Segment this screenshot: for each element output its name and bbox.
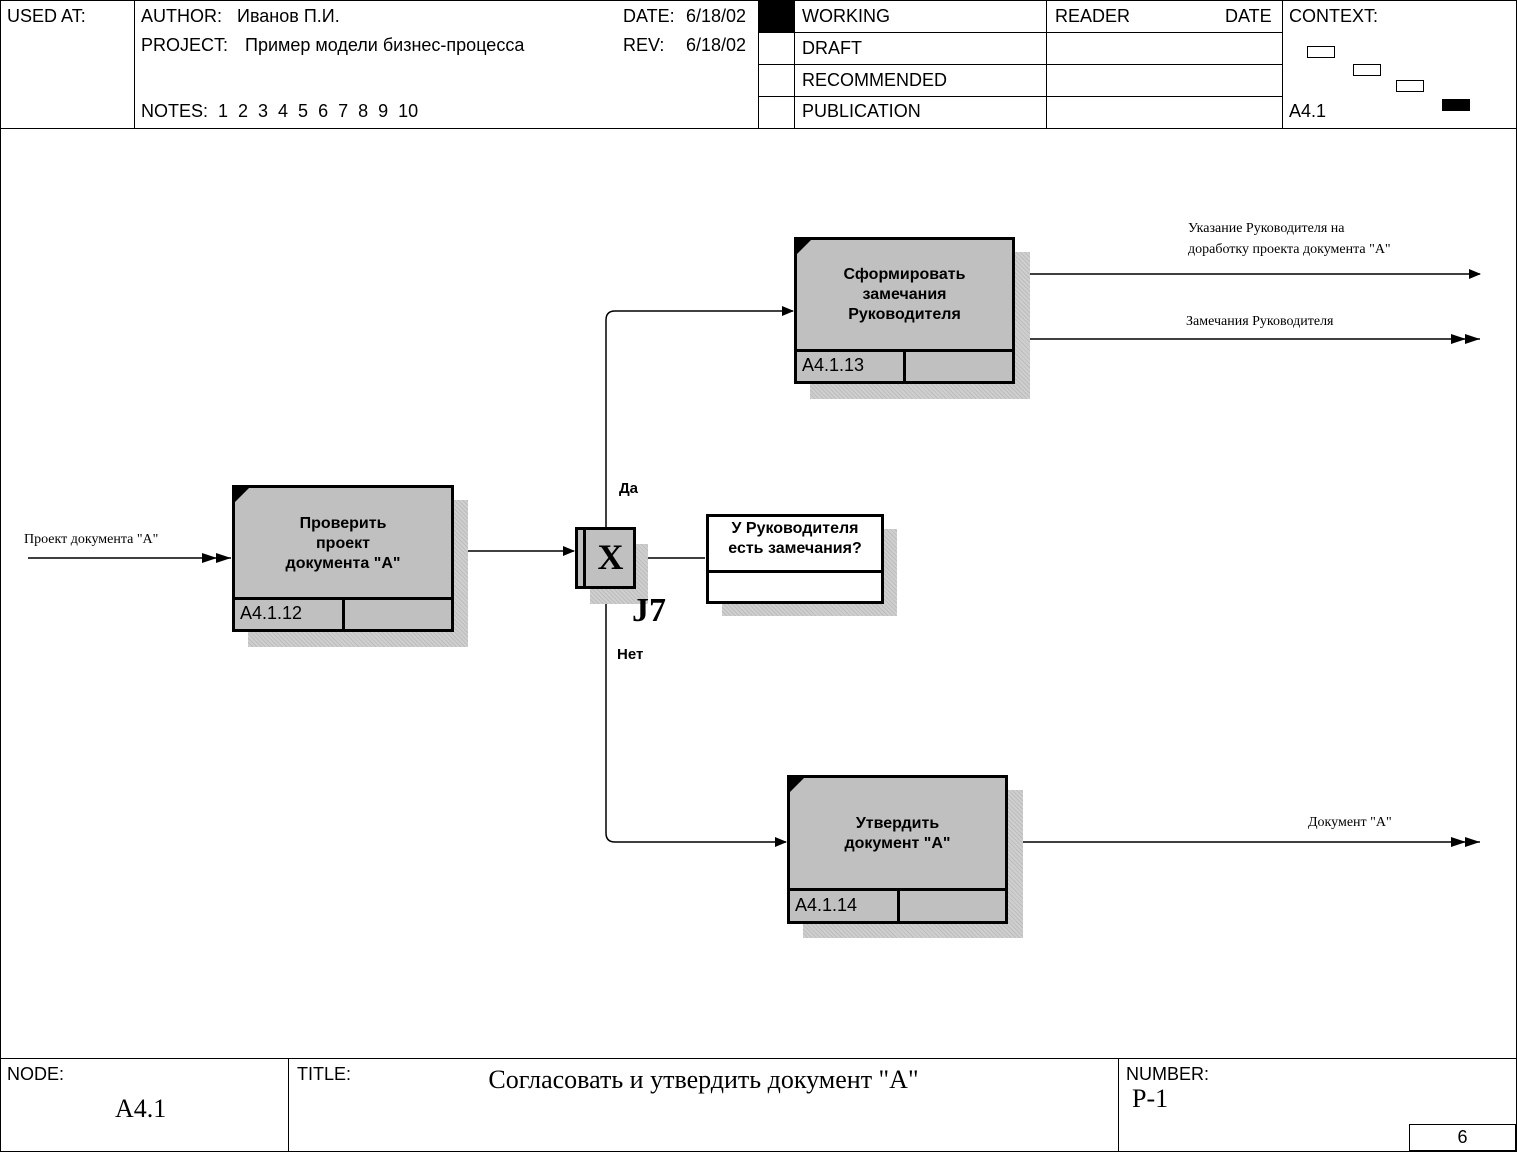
reader-date-label: DATE [1225,6,1272,26]
context-label: CONTEXT: [1289,6,1379,26]
context-node: A4.1 [1289,101,1327,121]
context-thumbnail-box [1353,64,1381,76]
node-value: A4.1 [115,1094,167,1123]
arrow-junction-yes [605,306,794,528]
rev-label: REV: [623,35,665,55]
page-number: 6 [1409,1124,1516,1151]
activity-footer-separator [897,891,900,921]
project-label: PROJECT: [141,35,229,55]
rev-value: 6/18/02 [686,35,747,55]
context-thumbnail-box-current [1442,99,1470,111]
arrow-junction-no [605,588,787,847]
header-bottom-border [0,128,1517,129]
activity-corner-mark [235,488,249,502]
arrow-label-instruction: Указание Руководителя на доработку проек… [1188,221,1391,257]
activity-id: A4.1.14 [795,895,858,915]
number-value: P-1 [1132,1084,1169,1113]
title-label: TITLE: [297,1064,352,1084]
activity-box-approve[interactable]: Утвердить документ "А" A4.1.14 [787,775,1008,924]
status-recommended: RECOMMENDED [802,70,948,90]
footer-divider [1118,1058,1119,1152]
arrow-label-document: Документ "А" [1308,815,1392,830]
activity-footer-separator [903,352,906,381]
activity-footer-separator [342,600,345,629]
status-publication: PUBLICATION [802,101,921,121]
junction-bar [583,530,586,586]
node-label: NODE: [7,1064,65,1084]
branch-yes-label: Да [619,480,639,497]
reader-label: READER [1055,6,1131,26]
status-working: WORKING [802,6,890,26]
header-divider [134,0,135,128]
activity-label: Сформировать замечания Руководителя [843,266,966,323]
project-value: Пример модели бизнес-процесса [245,35,525,55]
activity-label: Проверить проект документа "А" [285,515,401,572]
junction-symbol: X [597,537,624,577]
context-thumbnail-box [1396,80,1424,92]
junction-name: J7 [632,592,666,629]
working-status-marker [759,1,794,32]
author-label: AUTHOR: [141,6,222,26]
footer-divider [288,1058,289,1152]
diagram-title: Согласовать и утвердить документ "А" [488,1065,919,1094]
used-at-label: USED AT: [7,6,86,26]
arrow-label-input: Проект документа "А" [24,532,159,547]
date-label: DATE: [623,6,675,26]
status-row-line [758,32,1282,33]
activity-box-check[interactable]: Проверить проект документа "А" A4.1.12 [232,485,454,632]
decision-box[interactable]: У Руководителя есть замечания? [706,514,884,604]
status-row-line [758,64,1282,65]
context-thumbnail-box [1307,46,1335,58]
junction-box[interactable]: X [575,527,636,589]
activity-footer: A4.1.12 [235,597,451,629]
activity-corner-mark [790,778,804,792]
header-divider [1282,0,1283,128]
footer-top-border [0,1058,1517,1059]
activity-label: Утвердить документ "А" [844,815,951,852]
activity-box-form-remarks[interactable]: Сформировать замечания Руководителя A4.1… [794,237,1015,384]
number-label: NUMBER: [1126,1064,1210,1084]
activity-corner-mark [797,240,811,254]
arrow-label-remarks: Замечания Руководителя [1186,314,1334,329]
decision-label: У Руководителя есть замечания? [728,520,862,557]
decision-divider [709,570,881,573]
activity-id: A4.1.13 [802,355,865,375]
status-row-line [758,96,1282,97]
author-value: Иванов П.И. [237,6,340,26]
date-value: 6/18/02 [686,6,747,26]
status-draft: DRAFT [802,38,862,58]
activity-footer: A4.1.14 [790,888,1005,921]
activity-id: A4.1.12 [240,603,303,623]
notes: NOTES: 1 2 3 4 5 6 7 8 9 10 [141,101,419,121]
branch-no-label: Нет [617,646,644,663]
activity-footer: A4.1.13 [797,349,1012,381]
